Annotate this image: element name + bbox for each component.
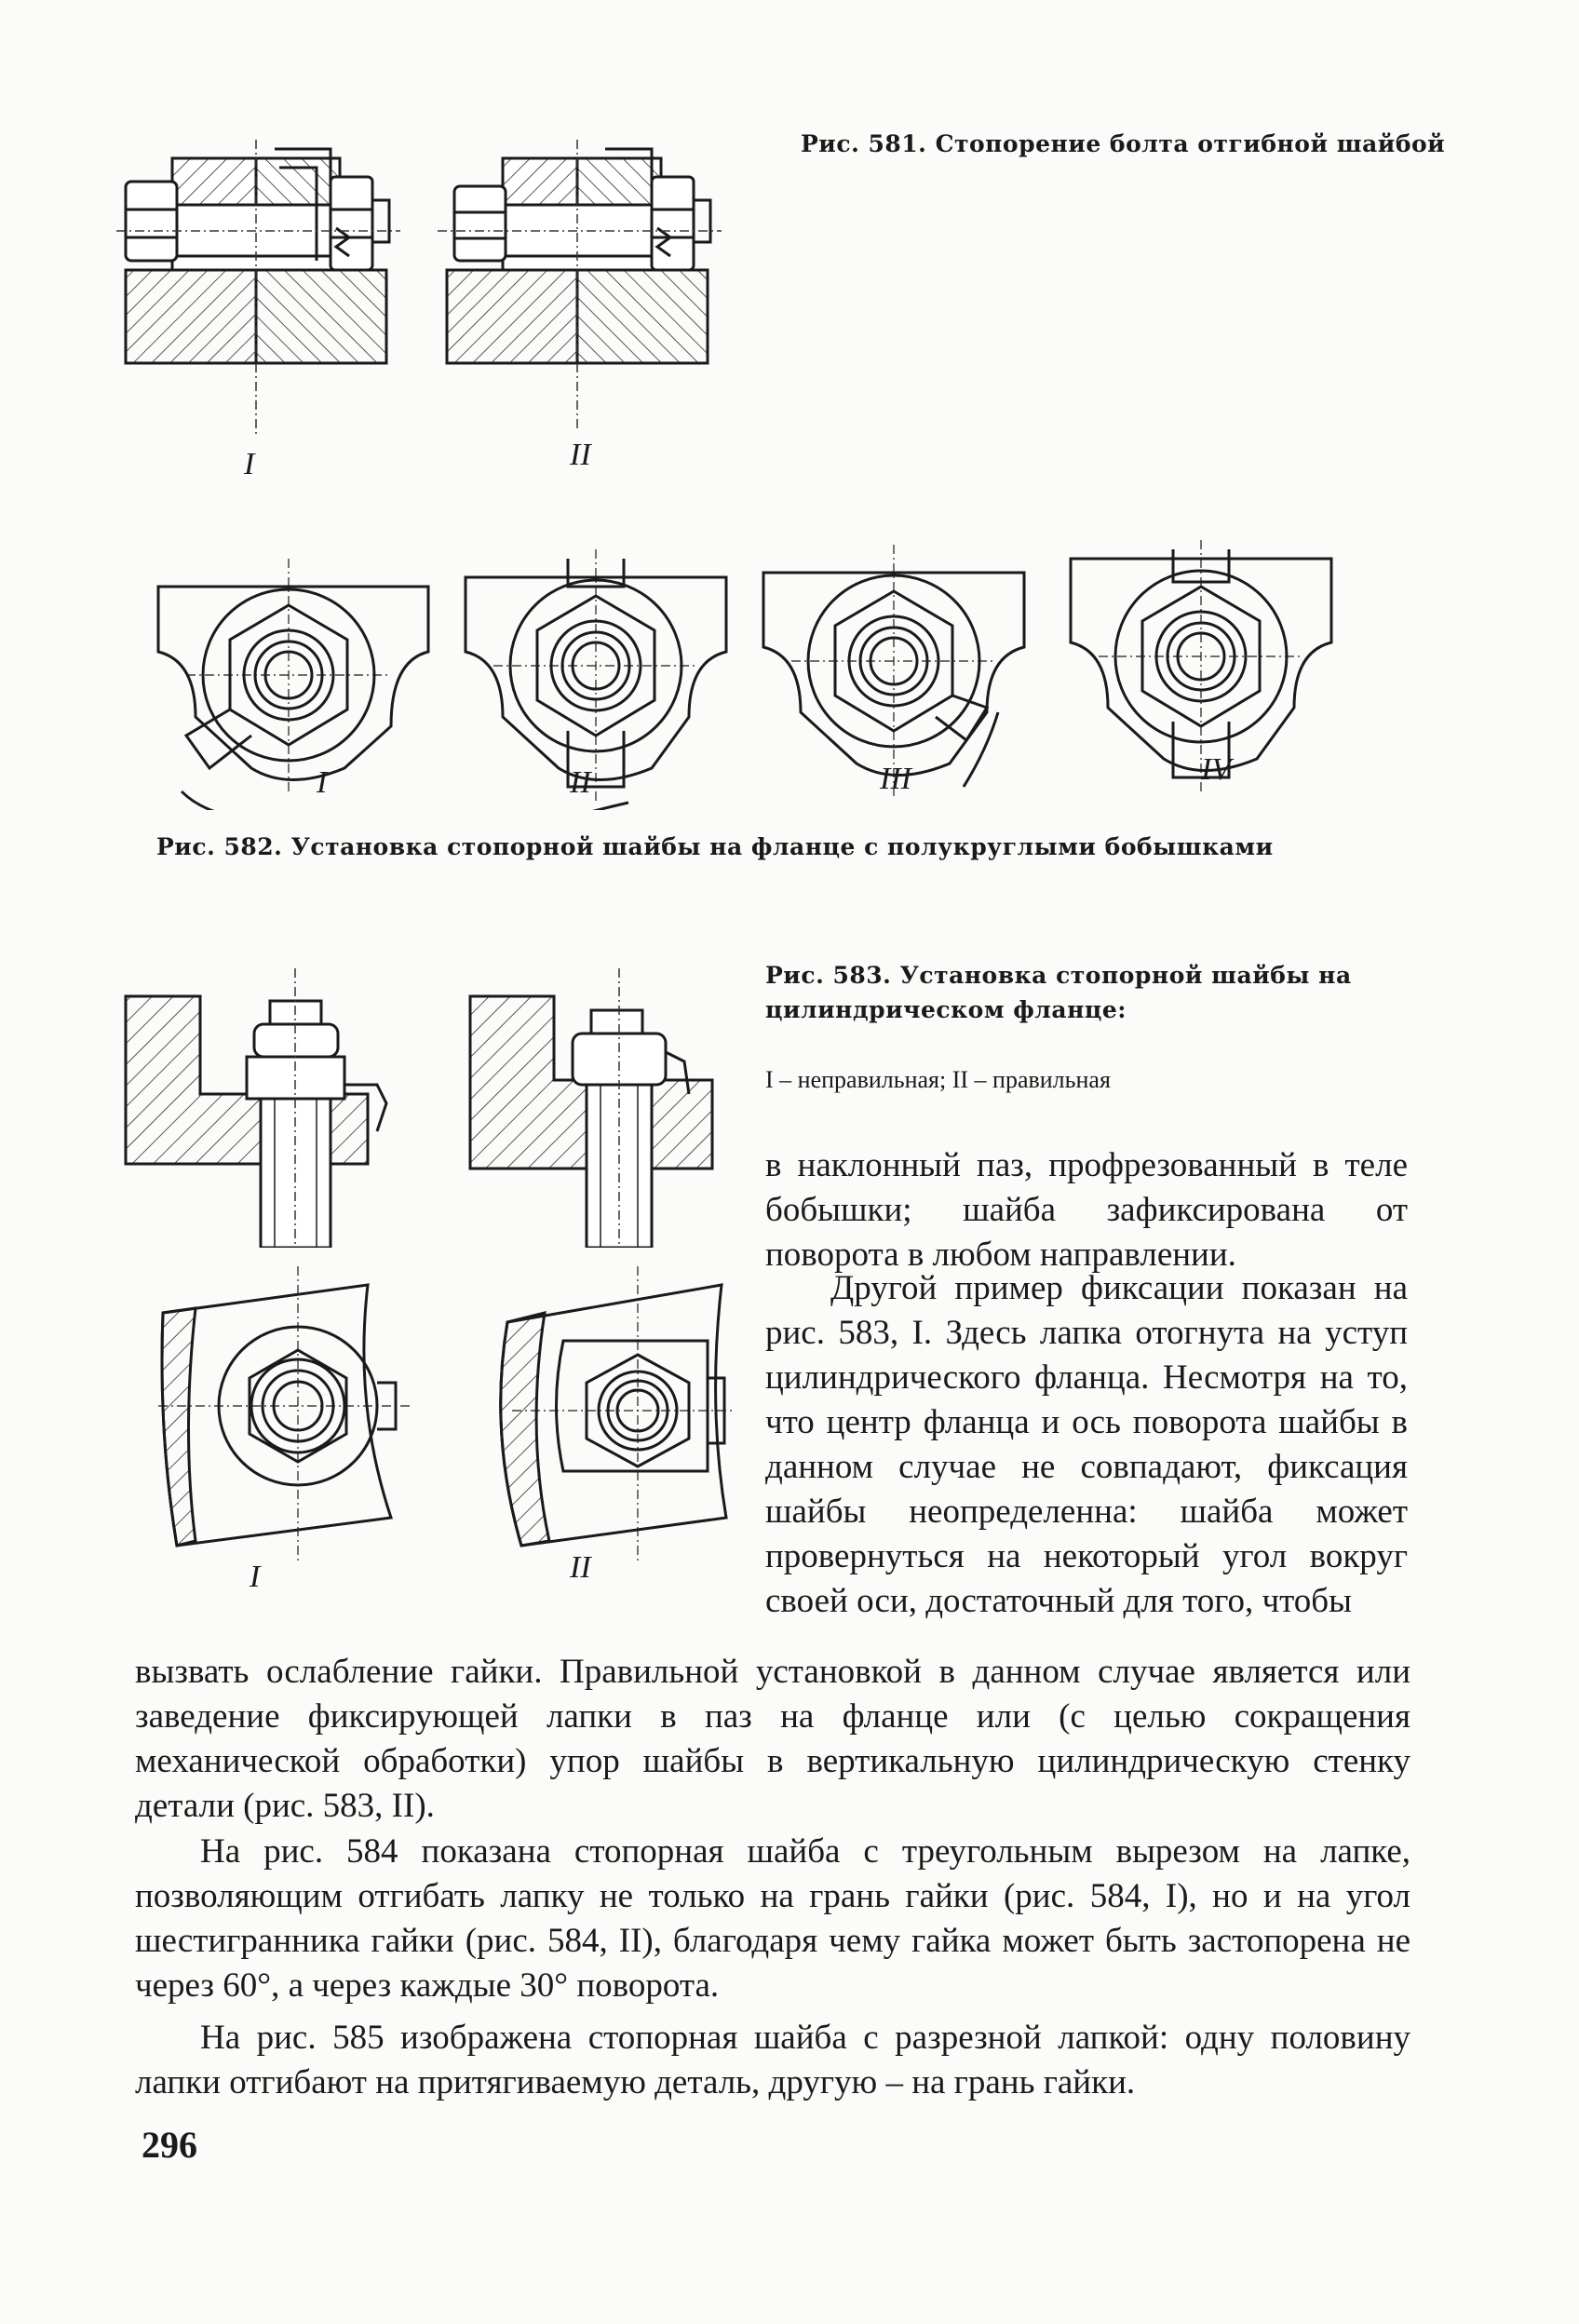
fig582-drawings bbox=[156, 540, 1333, 810]
fig583-top-drawings bbox=[124, 968, 714, 1248]
fig583-bottom-drawings bbox=[158, 1266, 736, 1564]
fig583-label-II: II bbox=[570, 1550, 591, 1585]
fig582-label-IV: IV bbox=[1201, 752, 1232, 787]
fig582-caption: Рис. 582. Установка стопорной шайбы на ф… bbox=[156, 833, 1274, 860]
fig582-label-III: III bbox=[880, 762, 911, 796]
page-number: 296 bbox=[142, 2124, 197, 2166]
fig582-label-I: I bbox=[317, 765, 328, 800]
paragraph-3: На рис. 584 показана стопорная шайба с т… bbox=[135, 1832, 1410, 2005]
fig582-label-II: II bbox=[570, 765, 591, 800]
fig581-caption: Рис. 581. Стопорение болта отгибной шайб… bbox=[801, 130, 1446, 157]
paragraph-2-continued: вызвать ослабление гайки. Правильной уст… bbox=[135, 1653, 1410, 1825]
fig583-caption-line2: цилиндрическом фланце: bbox=[765, 996, 1127, 1023]
fig583-caption-line1: Рис. 583. Установка стопорной шайбы на bbox=[765, 962, 1352, 989]
fig581-label-I: I bbox=[244, 447, 255, 481]
fig581-label-II: II bbox=[570, 438, 591, 472]
fig583-legend: I – неправильная; II – правильная bbox=[765, 1066, 1111, 1093]
side-paragraph-1: в наклонный паз, профрезованный в теле б… bbox=[765, 1146, 1408, 1274]
fig581-drawing-II bbox=[438, 140, 722, 428]
fig583-label-I: I bbox=[250, 1560, 261, 1594]
side-paragraph-2: Другой пример фиксации показан на рис. 5… bbox=[765, 1269, 1408, 1620]
fig581-drawing-I bbox=[116, 140, 400, 438]
paragraph-4: На рис. 585 изображена стопорная шайба с… bbox=[135, 2019, 1410, 2101]
